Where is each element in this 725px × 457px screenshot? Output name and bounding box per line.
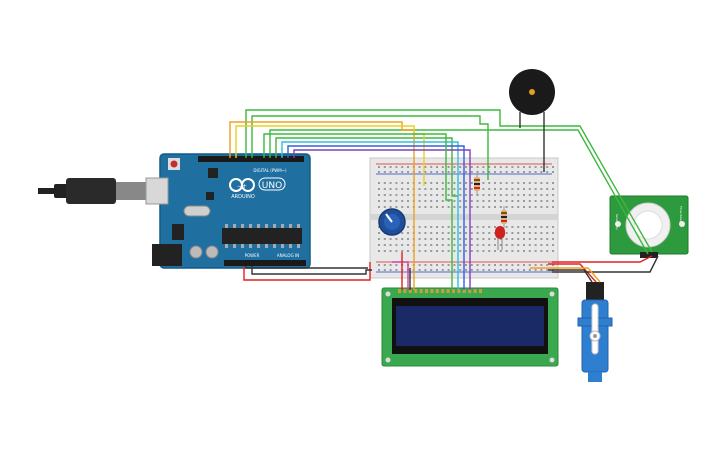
- lcd-pin-header: [398, 289, 482, 293]
- arduino-logo-text: ARDUINO: [231, 194, 255, 200]
- digital-label: DIGITAL (PWM~): [253, 168, 287, 173]
- digital-header: [198, 156, 304, 162]
- atmega-chip: [222, 228, 302, 244]
- pir-label-time-delay: Time delay: [679, 205, 683, 223]
- arduino-board: −+ ARDUINO UNO DIGITAL (PWM~) POWER ANAL…: [145, 153, 311, 269]
- power-analog-header: [224, 260, 306, 266]
- svg-text:−+: −+: [237, 183, 247, 190]
- wires: [229, 109, 659, 290]
- arduino-model: UNO: [262, 181, 282, 191]
- led-red: [495, 226, 505, 250]
- pir-label-sensitivity: Sensitivity: [615, 214, 619, 230]
- arduino-logo: −+: [229, 178, 255, 192]
- potentiometer[interactable]: [378, 208, 406, 236]
- power-label: POWER: [245, 253, 260, 258]
- lcd-display: [381, 287, 559, 367]
- piezo-buzzer: [509, 69, 555, 115]
- resistor: [501, 206, 507, 228]
- resistor: [474, 172, 480, 196]
- breadboard-holes: [378, 166, 554, 271]
- power-jack: [152, 244, 182, 266]
- reset-button[interactable]: [170, 160, 178, 168]
- pir-sensor: Sensitivity Time delay: [609, 195, 689, 258]
- servo-motor: [577, 282, 613, 382]
- analog-label: ANALOG IN: [277, 253, 299, 258]
